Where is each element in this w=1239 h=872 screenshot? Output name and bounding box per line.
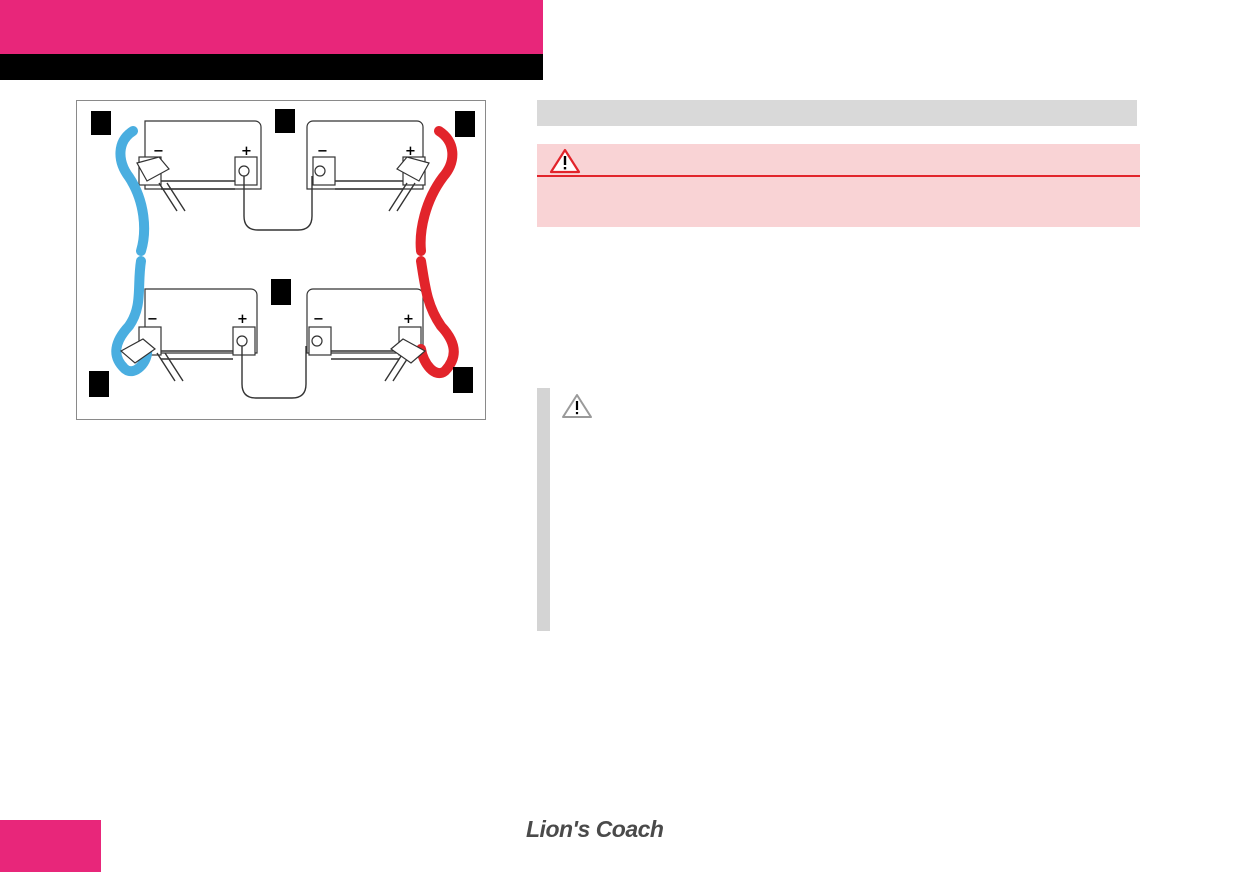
callout-box-4 [271,279,291,305]
caution-triangle-icon [562,394,592,418]
clamp-tr [396,156,430,182]
callout-box-2 [275,109,295,133]
callout-box-5 [89,371,109,397]
plus-label-tl: + [241,144,252,159]
minus-label-bl: − [147,312,158,327]
warning-triangle-icon [549,148,581,174]
footer-page-tab [0,820,101,872]
battery-top-right [306,120,424,190]
header-black-bar [0,54,543,80]
brand-logo: Lion's Coach [526,816,664,842]
header-accent-bar [0,0,543,54]
minus-label-tr: − [317,144,328,159]
warning-box [537,144,1140,227]
negative-jumper-cable [111,126,153,376]
plus-label-bl: + [237,312,248,327]
plus-label-tr: + [405,144,416,159]
positive-jumper-cable [415,126,459,378]
section-heading-bar [537,100,1137,126]
battery-wiring-illustration: − + − + − + − + [89,109,475,399]
series-link-top [243,176,313,231]
callout-box-6 [453,367,473,393]
minus-label-tl: − [153,144,164,159]
callout-box-1 [91,111,111,135]
clamp-bl [119,338,156,364]
clamp-br [390,338,427,364]
callout-box-3 [455,111,475,137]
series-link-bottom [241,346,307,399]
note-sidebar-bar [537,388,550,631]
warning-header [537,144,1140,177]
minus-label-br: − [313,312,324,327]
jump-start-diagram: − + − + − + − + [76,100,486,420]
plus-label-br: + [403,312,414,327]
clamp-tl [136,156,170,182]
battery-top-left [144,120,262,190]
